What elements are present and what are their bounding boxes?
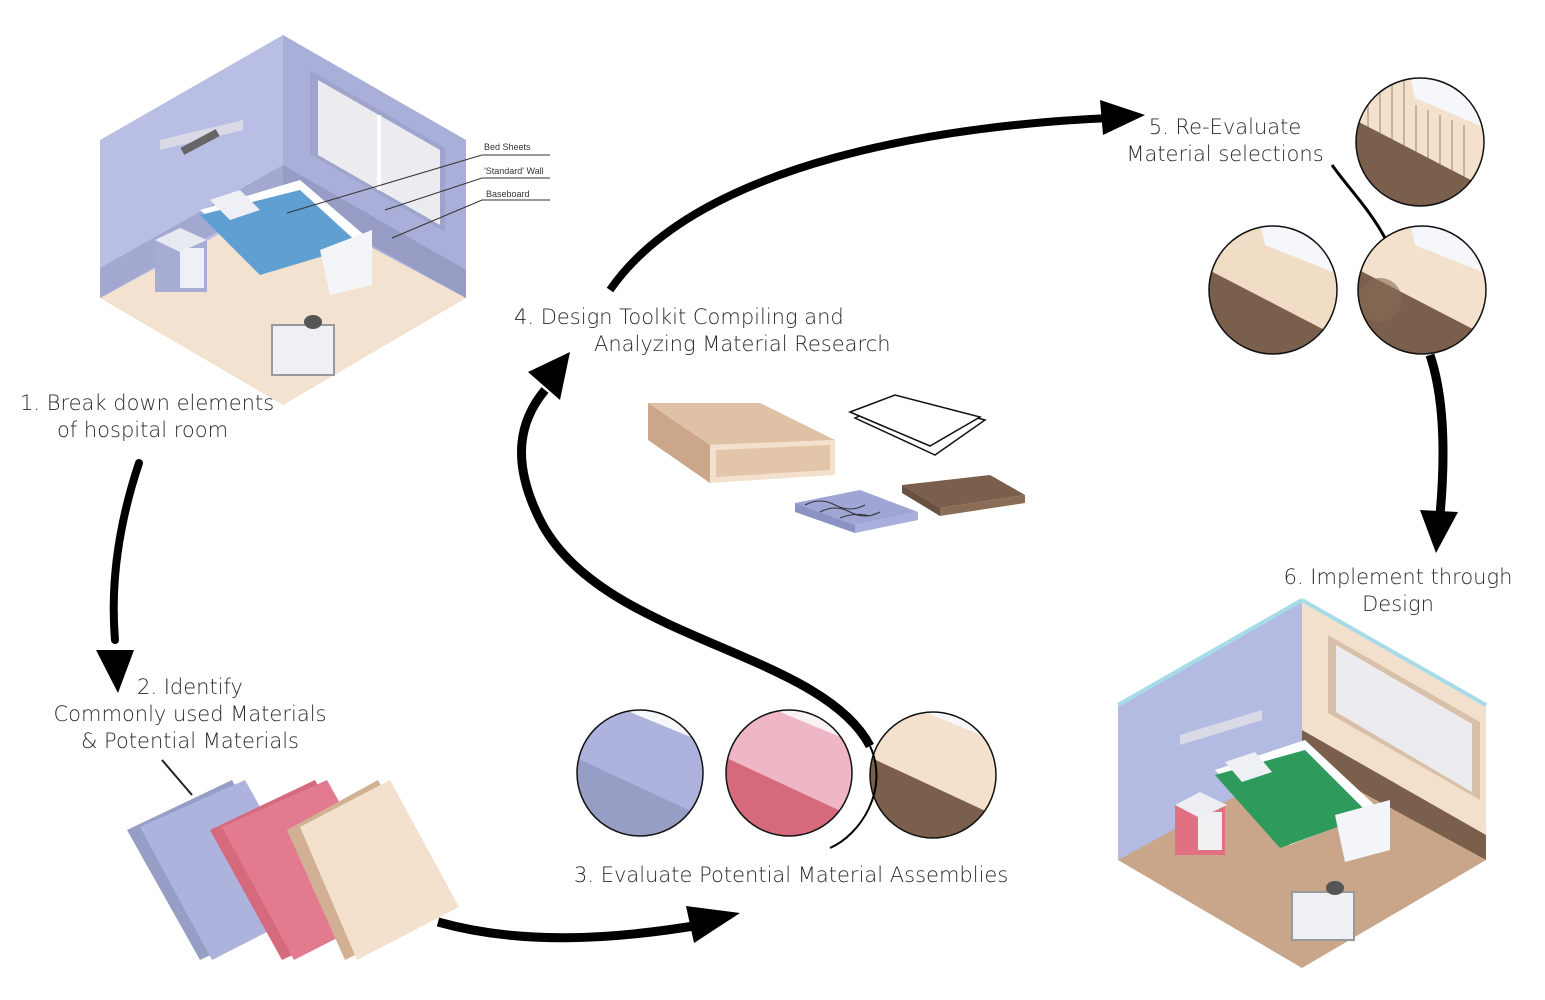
step-4-line-2: Analyzing Material Research (594, 332, 891, 356)
step-3-line-1: 3. Evaluate Potential Material Assemblie… (574, 863, 1009, 887)
toolkit-sample-lavender (795, 490, 918, 533)
toolkit-box (648, 403, 835, 483)
reeval-circle-speckled (1208, 225, 1338, 355)
callout-standard-wall: 'Standard' Wall (484, 166, 544, 176)
step-6-line-2: Design (1362, 592, 1434, 616)
step-1-line-1: 1. Break down elements (20, 391, 275, 415)
callout-baseboard: Baseboard (486, 189, 530, 199)
step-6-label: 6. Implement through Design (1278, 564, 1518, 618)
step-2-label: 2. Identify Commonly used Materials & Po… (50, 674, 330, 755)
step-4-label: 4. Design Toolkit Compiling and Analyzin… (514, 304, 891, 358)
connector-line (1330, 164, 1387, 239)
arrow-step3-to-step4 (517, 352, 878, 849)
step-5-line-2: Material selections (1126, 142, 1324, 166)
arrow-step2-to-step3 (436, 906, 740, 943)
step-2-line-3: & Potential Materials (81, 729, 299, 753)
step-6-line-1: 6. Implement through (1283, 565, 1513, 589)
reeval-circle-vertical-slats (1355, 77, 1485, 207)
reeval-circle-marbled (1357, 225, 1487, 355)
step-3-label: 3. Evaluate Potential Material Assemblie… (574, 862, 1008, 889)
step-2-line-2: Commonly used Materials (53, 702, 327, 726)
assembly-circle-lavender (576, 709, 704, 837)
toolkit-sample-wood (902, 475, 1025, 516)
toolkit-papers (847, 394, 987, 456)
room-callout-lines (286, 154, 550, 239)
step-5-label: 5. Re-Evaluate Material selections (1125, 114, 1325, 168)
arrow-step5-to-step6 (1420, 353, 1458, 553)
callout-bed-sheets: Bed Sheets (484, 142, 531, 152)
step-5-line-1: 5. Re-Evaluate (1148, 115, 1302, 139)
step-4-line-1: 4. Design Toolkit Compiling and (514, 305, 844, 329)
arrow-step1-to-step2 (96, 459, 143, 693)
arrow-step4-to-step5 (606, 100, 1145, 293)
hospital-room-original (100, 35, 466, 405)
step-2-line-1: 2. Identify (137, 675, 243, 699)
step-1-label: 1. Break down elements of hospital room (20, 390, 275, 444)
hospital-room-redesigned (1117, 598, 1487, 968)
material-panels (127, 759, 459, 960)
step-1-line-2: of hospital room (56, 418, 229, 442)
